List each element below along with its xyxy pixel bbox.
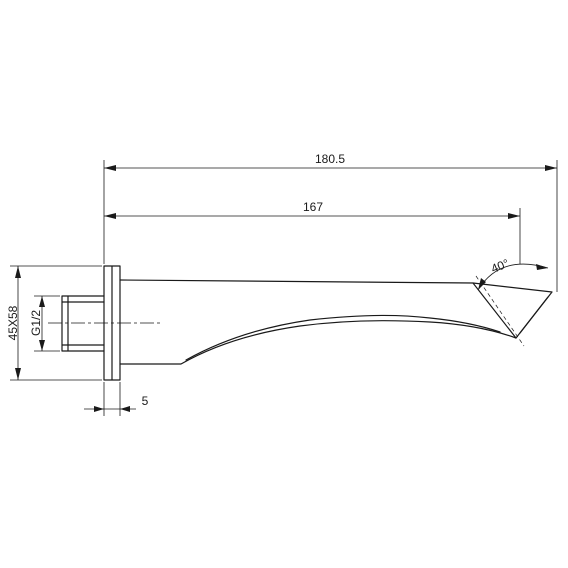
dim-flange-size: 45X58: [6, 266, 21, 380]
dim-flange-thickness: 5: [84, 394, 149, 412]
spout-body: [61, 265, 553, 381]
dim-angle: 40°: [477, 256, 549, 291]
dim-angle-label: 40°: [489, 256, 511, 276]
dim-overall-length-label: 180.5: [315, 152, 345, 166]
spout-lower-edge: [185, 314, 501, 361]
dim-spout-length: 167: [104, 200, 520, 219]
spout-outline: [119, 279, 553, 365]
dim-flange-thickness-label: 5: [142, 394, 149, 408]
thread-connector: [61, 295, 105, 352]
outlet-axis-line: [475, 275, 525, 347]
extension-lines: [10, 160, 558, 416]
spout-outlet: [472, 282, 549, 339]
dim-thread: G1/2: [29, 296, 45, 351]
dim-spout-length-label: 167: [303, 200, 323, 214]
dim-flange-size-label: 45X58: [6, 305, 20, 340]
dim-overall-length: 180.5: [104, 152, 557, 171]
dim-thread-label: G1/2: [29, 310, 43, 336]
